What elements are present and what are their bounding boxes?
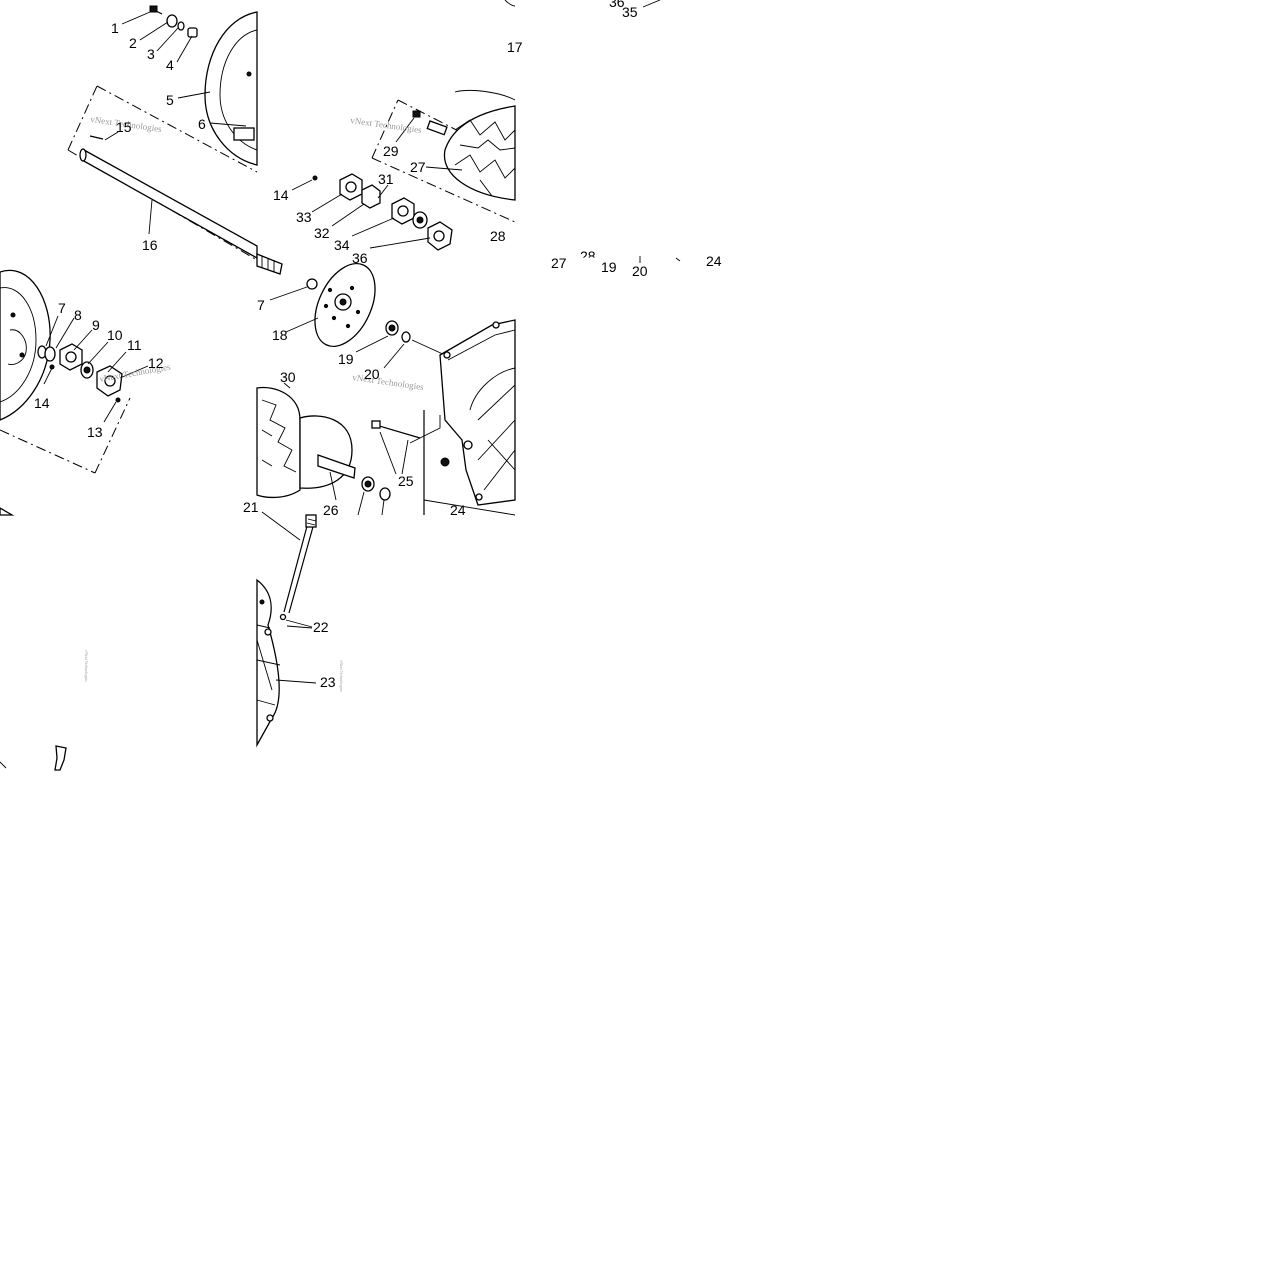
callout-label: 35 [622,4,638,20]
callout-label: 6 [198,116,206,132]
watermark-text: vNext Technologies [352,372,425,392]
tile-drive-disc-housing: vNext Technologies 7 18 19 20 30 25 26 2… [256,253,516,518]
callout-label: 28 [490,228,506,244]
callout-label: 18 [272,327,288,343]
callout-label: 20 [364,366,380,382]
callout-label: 24 [706,253,722,269]
pulley-disc [204,11,258,166]
callout-label: 20 [632,263,648,279]
callout-label: 13 [87,424,103,440]
bearing-housings [312,173,453,251]
bolt-and-washers [149,5,198,38]
callout-label: 21 [243,499,259,515]
callout-label: 26 [323,502,339,518]
callout-label: 25 [398,473,414,489]
tile-driven-shaft: vNext Technologies 1 2 3 4 5 6 15 16 [67,5,258,261]
callout-label: 27 [551,255,567,271]
callout-label: 32 [314,225,330,241]
callout-label: 27 [410,159,426,175]
callout-label: 3 [147,46,155,62]
chaincase-cover [256,578,281,748]
callout-label: 31 [378,171,394,187]
callout-label: 28 [580,248,596,264]
brake-disc [314,262,376,348]
callout-label: 34 [334,237,350,253]
callout-label: 4 [166,57,174,73]
callout-label: 7 [58,300,66,316]
callout-label: 7 [257,297,265,313]
clutch-lower [256,386,356,499]
callout-label: 19 [338,351,354,367]
callout-label: 24 [450,502,466,518]
long-shaft [79,148,258,260]
callout-label: 8 [74,307,82,323]
callout-label: 9 [92,317,100,333]
watermark-text: vNext Technologies [350,115,423,135]
callout-label: 22 [313,619,329,635]
watermark-text: vNext Technologies [339,660,344,692]
watermark-text: vNext Technologies [84,650,89,682]
callout-label: 36 [352,250,368,266]
callout-label: 11 [127,337,142,353]
tile-secondary-pulley: vNext Technologies 7 8 9 10 11 12 14 13 [0,269,172,474]
chaincase-housing [439,319,516,506]
callout-label: 30 [280,369,296,385]
tile-fragment-labels: 27 28 19 20 24 [551,248,722,279]
callout-label: 36 [609,0,625,10]
tile-drive-clutch-upper: vNext Technologies 29 27 14 33 31 32 34 … [273,0,661,266]
callout-label: 17 [507,39,523,55]
callout-label: 12 [148,355,164,371]
callout-label: 19 [601,259,617,275]
callout-label: 14 [273,187,289,203]
callout-label: 5 [166,92,174,108]
callout-label: 14 [34,395,50,411]
callout-label: 29 [383,143,399,159]
callout-label: 23 [320,674,336,690]
callout-label: 33 [296,209,312,225]
callout-label: 15 [116,119,132,135]
callout-label: 2 [129,35,137,51]
callout-label: 16 [142,237,158,253]
tile-cable-cover: vNext Technologies 21 22 23 vNext Techno… [0,499,344,771]
callout-label: 10 [107,327,123,343]
clutch-spider [426,105,516,201]
callout-label: 1 [111,20,119,36]
pulley-sheave [0,269,51,421]
adjuster-rod [283,514,317,614]
